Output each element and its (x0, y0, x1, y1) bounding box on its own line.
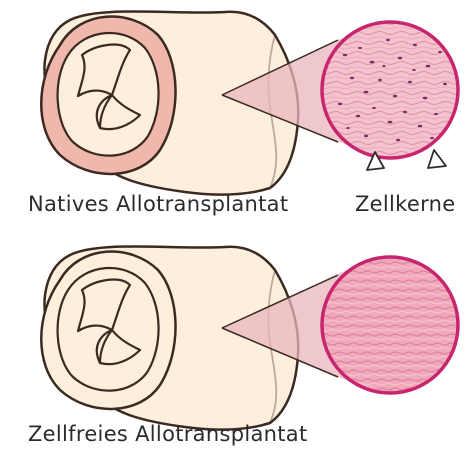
acellular-allograft-group (41, 246, 460, 429)
native-allograft-label: Natives Allotransplantat (28, 192, 288, 216)
acellular-allograft-label: Zellfreies Allotransplantat (28, 422, 307, 446)
cell-nuclei-label: Zellkerne (355, 192, 456, 216)
nucleus-pointer-icon (428, 150, 446, 168)
native-allograft-group (41, 11, 460, 194)
